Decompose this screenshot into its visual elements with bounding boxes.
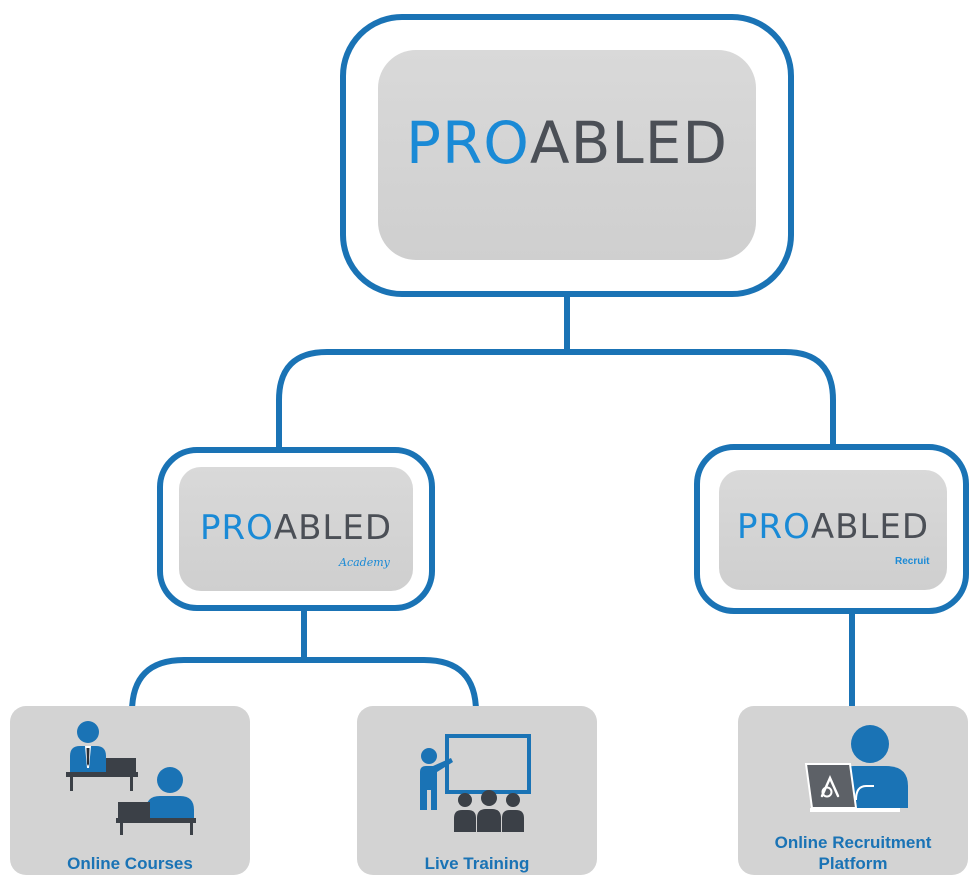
- logo-pro-text: PRO: [736, 507, 811, 547]
- academy-logo: PROABLED: [179, 507, 413, 549]
- logo-a-text: A: [273, 508, 299, 548]
- recruiter-laptop-icon: [804, 725, 908, 812]
- connector-root-branch: [276, 349, 836, 465]
- tutor-student-icon: [66, 721, 196, 835]
- logo-bled-text: BLED: [835, 507, 930, 547]
- logo-a-text: A: [810, 507, 836, 547]
- recruit-logo-panel: PROABLED Recruit: [719, 470, 947, 590]
- academy-subtitle: Academy: [339, 556, 390, 569]
- recruitment-label-line1: Online Recruitment: [774, 833, 932, 852]
- live-training-card: Live Training: [357, 706, 597, 875]
- recruit-logo: PROABLED: [719, 506, 947, 548]
- logo-bled-text: BLED: [570, 109, 729, 177]
- logo-a-text: A: [529, 109, 571, 177]
- root-node: PROABLED: [340, 14, 794, 297]
- live-training-label: Live Training: [424, 854, 530, 873]
- logo-pro-text: PRO: [199, 508, 274, 548]
- recruitment-platform-card: Online Recruitment Platform: [738, 706, 968, 875]
- academy-node: PROABLED Academy: [157, 447, 435, 611]
- online-courses-label: Online Courses: [67, 854, 193, 873]
- recruit-node: PROABLED Recruit: [694, 444, 969, 614]
- presenter-audience-icon: [420, 734, 531, 832]
- root-logo-panel: PROABLED: [378, 50, 756, 260]
- connector-academy-branch: [129, 657, 479, 715]
- logo-bled-text: BLED: [298, 508, 393, 548]
- logo-pro-text: PRO: [405, 109, 530, 177]
- root-logo: PROABLED: [378, 108, 756, 178]
- recruitment-label-line2: Platform: [818, 854, 888, 873]
- recruit-subtitle: Recruit: [895, 556, 930, 567]
- online-courses-card: Online Courses: [10, 706, 250, 875]
- academy-logo-panel: PROABLED Academy: [179, 467, 413, 591]
